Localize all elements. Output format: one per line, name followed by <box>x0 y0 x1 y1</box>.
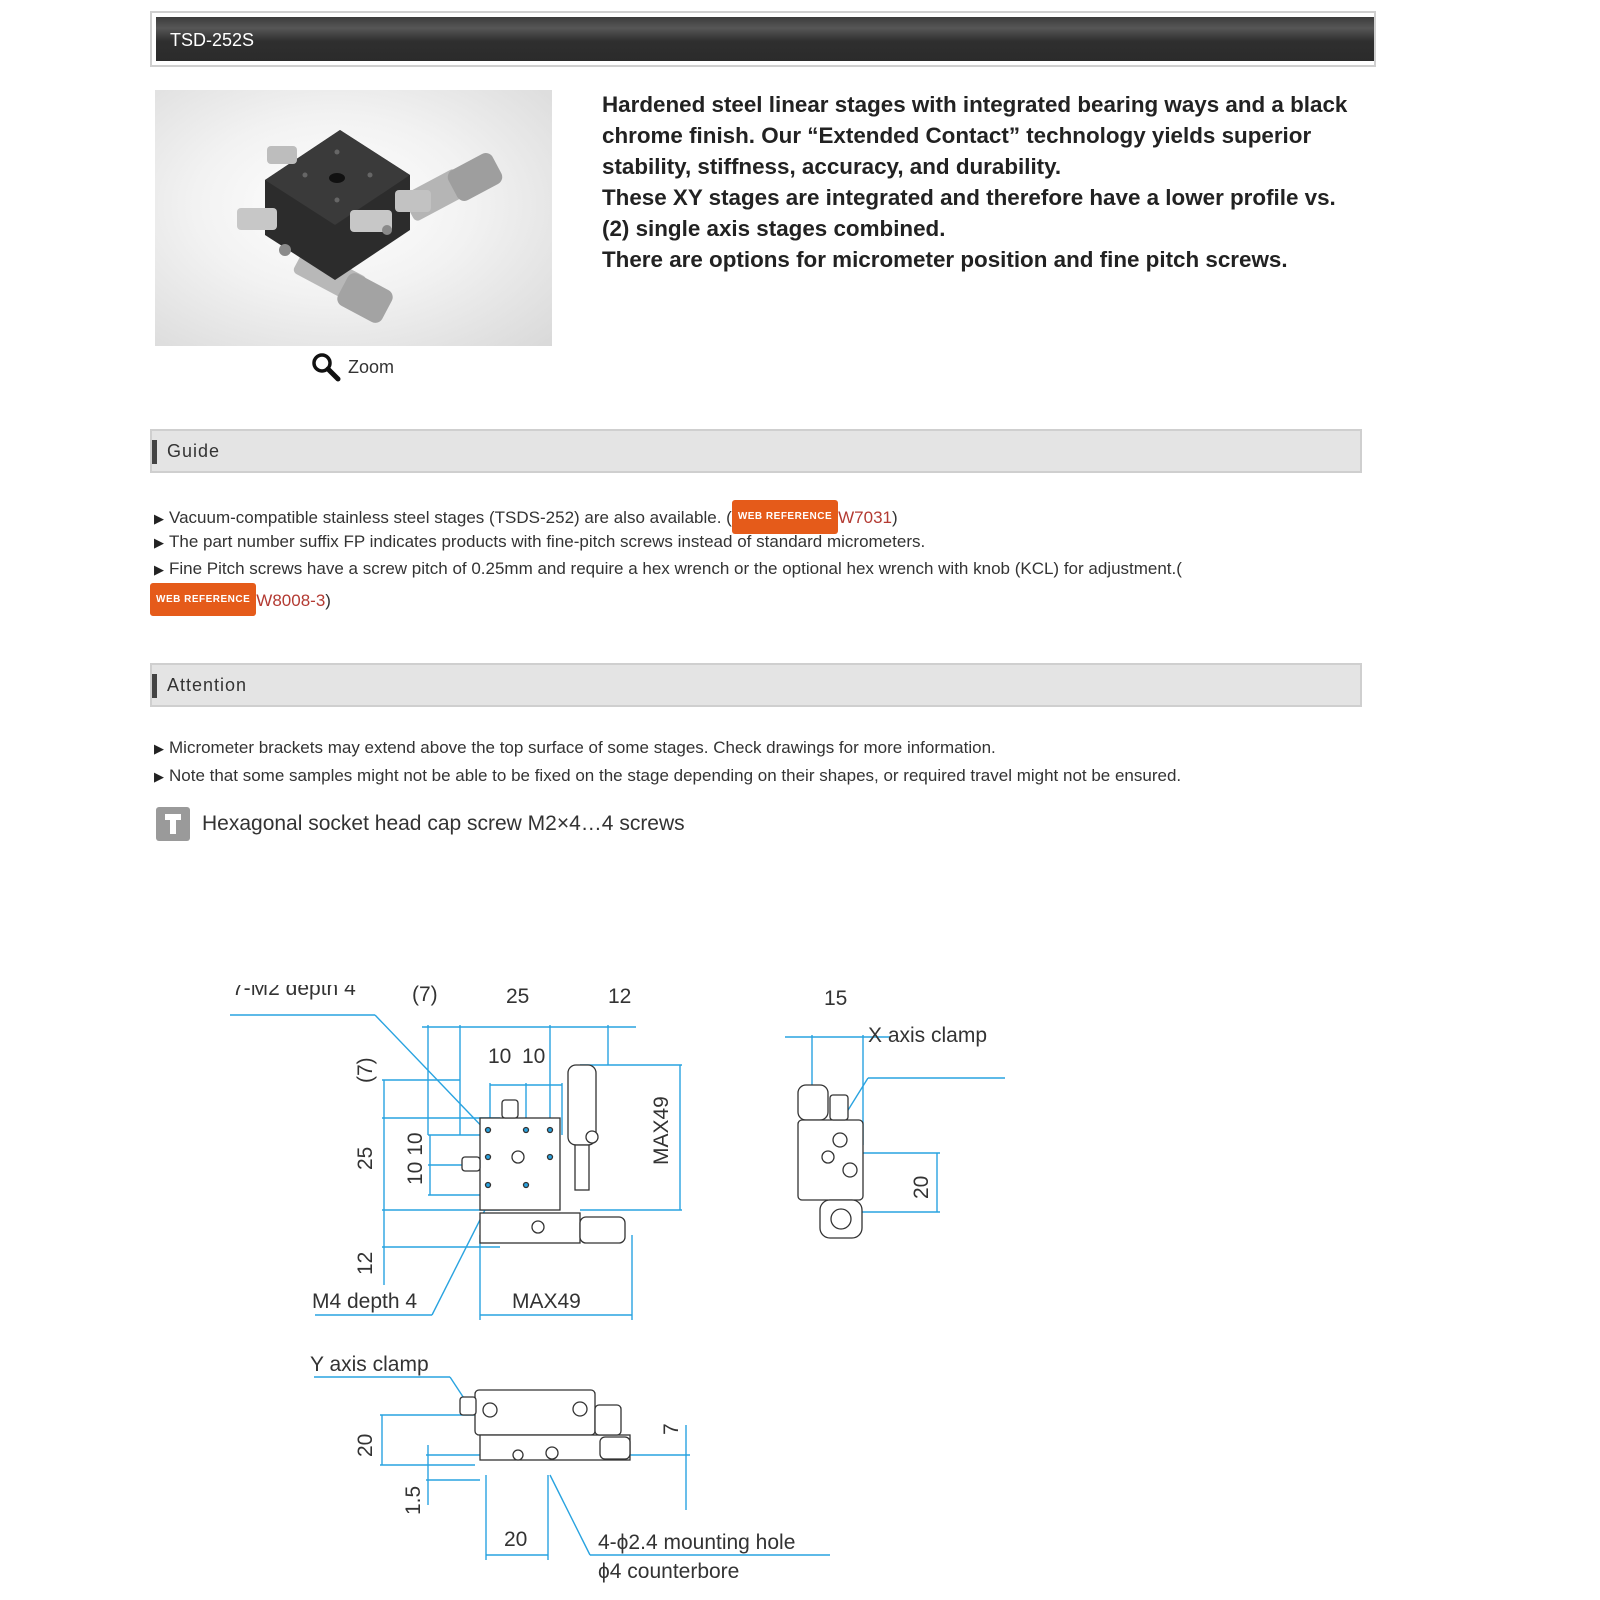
dimension-drawing: 7-M2 depth 4 (7) 25 12 10 10 (7) 25 10 1… <box>230 985 1005 1583</box>
stage-illustration <box>237 130 503 323</box>
front-view <box>459 1389 631 1461</box>
guide-section-header: Guide <box>150 429 1362 473</box>
w7031-link[interactable]: W7031 <box>838 508 892 527</box>
dim-7-top: (7) <box>412 985 438 1006</box>
bullet-arrow-icon: ▶ <box>154 741 164 756</box>
dim-7-front: 7 <box>660 1423 683 1435</box>
zoom-label: Zoom <box>348 356 395 377</box>
label-7m2-depth: 7-M2 depth 4 <box>232 985 356 1000</box>
guide-item: ▶ Vacuum-compatible stainless steel stage… <box>154 500 1414 534</box>
dim-1-5-front: 1.5 <box>402 1486 425 1515</box>
bullet-arrow-icon: ▶ <box>154 562 164 577</box>
dim-20-front: 20 <box>354 1434 377 1457</box>
attention-item-text: Micrometer brackets may extend above the… <box>169 738 996 757</box>
attention-item: ▶ Note that some samples might not be abl… <box>154 762 1414 790</box>
screw-note-text: Hexagonal socket head cap screw M2×4…4 s… <box>202 812 685 835</box>
description-paragraph: Hardened steel linear stages with integr… <box>602 92 1348 179</box>
description-paragraph: There are options for micrometer positio… <box>602 247 1288 272</box>
attention-item-text: Note that some samples might not be able… <box>169 765 1182 785</box>
description-paragraph: These XY stages are integrated and there… <box>602 185 1336 241</box>
screw-icon <box>156 807 190 841</box>
dim-1010-left: 10 10 <box>404 1132 427 1185</box>
guide-item-text: The part number suffix FP indicates prod… <box>169 531 926 551</box>
side-view <box>797 1084 864 1239</box>
product-title: TSD-252S <box>170 30 255 50</box>
web-reference-badge[interactable]: WEB REFERENCE <box>731 500 839 534</box>
attention-item: ▶ Micrometer brackets may extend above th… <box>154 734 1414 762</box>
product-image[interactable] <box>155 90 552 346</box>
zoom-button[interactable]: Zoom <box>310 350 394 384</box>
dim-12-top: 12 <box>608 985 631 1008</box>
attention-heading: Attention <box>167 675 248 695</box>
guide-item-close: ) <box>325 590 331 610</box>
dim-10b: 10 <box>522 1045 545 1068</box>
dim-25-top: 25 <box>506 985 529 1008</box>
label-m4-depth: M4 depth 4 <box>312 1290 417 1313</box>
bullet-arrow-icon: ▶ <box>154 534 164 550</box>
dim-25-left: 25 <box>354 1147 377 1170</box>
guide-item: ▶ The part number suffix FP indicates pro… <box>154 528 1414 556</box>
attention-section-header: Attention <box>150 663 1362 707</box>
label-mounting-hole: 4-ϕ2.4 mounting hole <box>598 1531 795 1554</box>
dim-12-left: 12 <box>354 1252 377 1275</box>
attention-list: ▶ Micrometer brackets may extend above th… <box>154 734 1414 789</box>
label-counterbore: ϕ4 counterbore <box>598 1560 739 1583</box>
guide-heading: Guide <box>167 441 221 461</box>
w8008-3-link[interactable]: W8008-3 <box>256 590 326 610</box>
magnifier-icon <box>312 353 341 382</box>
dim-20-bottom: 20 <box>504 1528 527 1551</box>
web-reference-badge[interactable]: WEB REFERENCE <box>150 582 257 616</box>
title-bar-fill: TSD-252S <box>156 17 1374 61</box>
dim-max49-vertical: MAX49 <box>650 1096 673 1165</box>
label-y-axis-clamp: Y axis clamp <box>310 1353 429 1376</box>
guide-item-text: Fine Pitch screws have a screw pitch of … <box>169 559 1182 578</box>
guide-item-text: Vacuum-compatible stainless steel stages… <box>169 508 732 527</box>
label-x-axis-clamp: X axis clamp <box>868 1024 987 1047</box>
product-description: Hardened steel linear stages with integr… <box>602 89 1362 275</box>
guide-item: ▶ Fine Pitch screws have a screw pitch of… <box>154 555 1414 583</box>
dim-15: 15 <box>824 987 847 1010</box>
bullet-arrow-icon: ▶ <box>154 511 164 526</box>
dim-20-side: 20 <box>910 1176 933 1199</box>
section-accent-bar <box>152 674 157 698</box>
dimension-lines <box>230 1014 1005 1560</box>
bullet-arrow-icon: ▶ <box>154 768 164 784</box>
guide-item-close: ) <box>892 508 898 527</box>
dim-7-left: (7) <box>354 1057 377 1083</box>
dim-max49-horizontal: MAX49 <box>512 1290 581 1313</box>
section-accent-bar <box>152 440 157 464</box>
top-view <box>461 1064 626 1244</box>
screw-note: Hexagonal socket head cap screw M2×4…4 s… <box>156 806 685 842</box>
dim-10a: 10 <box>488 1045 511 1068</box>
guide-list: ▶ Vacuum-compatible stainless steel stage… <box>150 500 1414 616</box>
product-title-bar: TSD-252S <box>150 11 1376 67</box>
